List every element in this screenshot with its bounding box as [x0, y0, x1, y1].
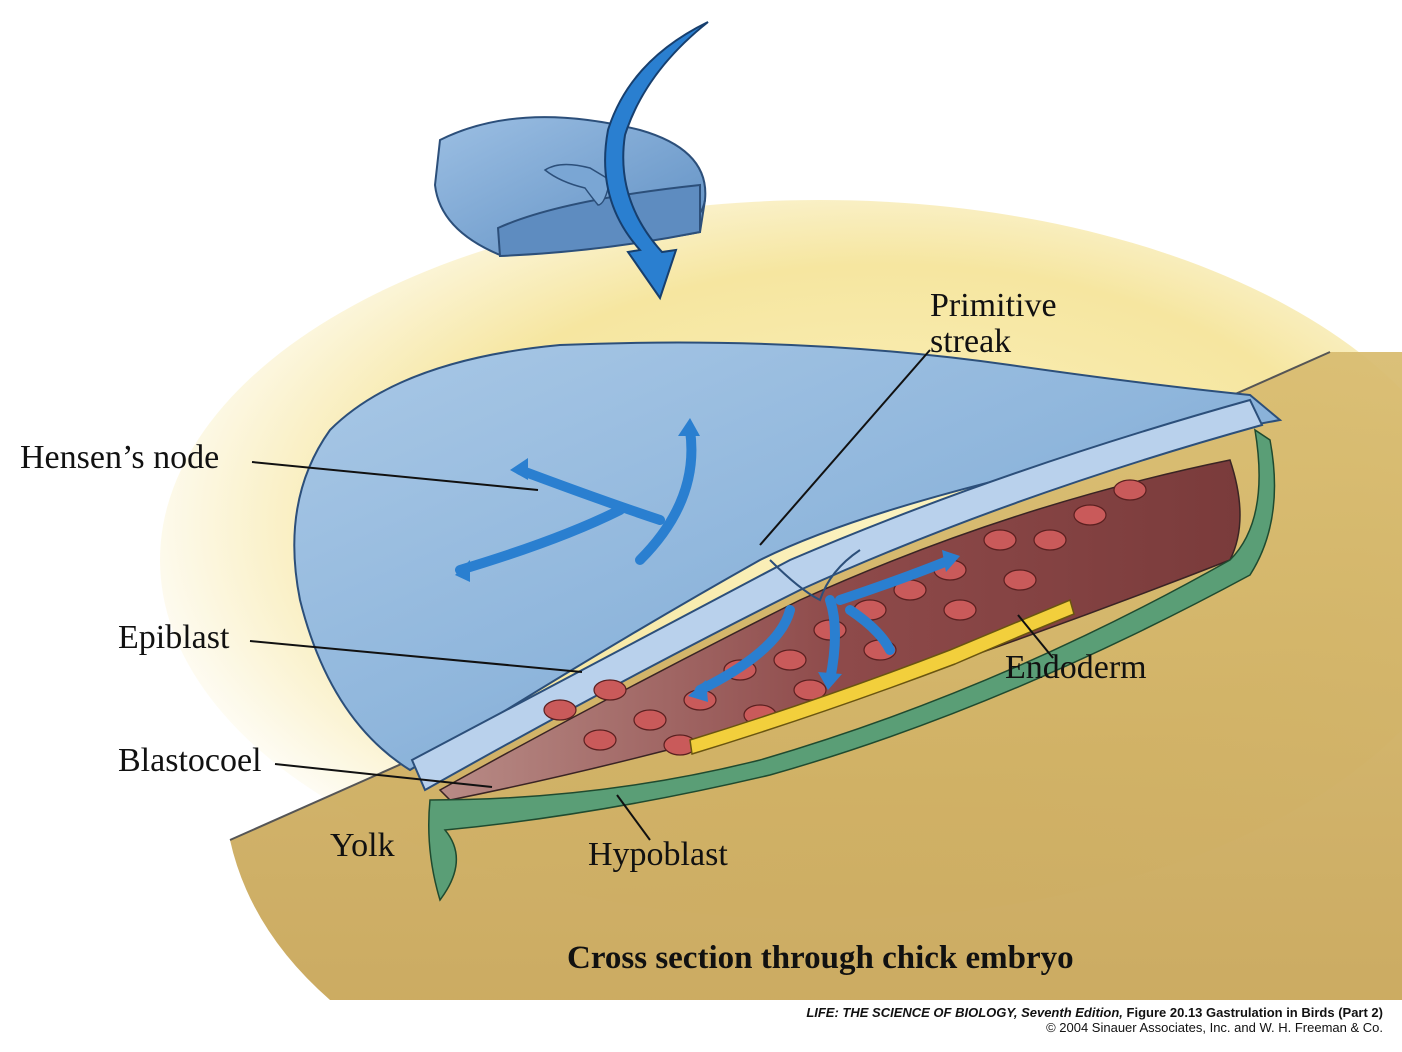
- leader-lines: [249, 349, 1054, 841]
- credit-copyright: © 2004 Sinauer Associates, Inc. and W. H…: [1046, 1020, 1383, 1035]
- migration-arrows: [455, 425, 955, 695]
- credit-figure: Figure 20.13 Gastrulation in Birds (Part…: [1122, 1005, 1383, 1020]
- credit-line1: LIFE: THE SCIENCE OF BIOLOGY, Seventh Ed…: [806, 1005, 1383, 1020]
- label-yolk: Yolk: [330, 827, 395, 864]
- label-endoderm: Endoderm: [1005, 649, 1147, 686]
- label-hensens-node: Hensen’s node: [20, 439, 220, 476]
- label-primitive-streak-line2: streak: [930, 322, 1012, 360]
- zoom-arrow: [604, 21, 709, 301]
- figure-caption: Cross section through chick embryo: [567, 940, 1074, 976]
- label-blastocoel: Blastocoel: [118, 742, 262, 779]
- credit-book-title: LIFE: THE SCIENCE OF BIOLOGY, Seventh Ed…: [806, 1005, 1123, 1020]
- label-hypoblast: Hypoblast: [588, 836, 728, 873]
- embryo-overview-disk: [433, 116, 707, 258]
- figure-credit: LIFE: THE SCIENCE OF BIOLOGY, Seventh Ed…: [806, 1005, 1383, 1035]
- label-epiblast: Epiblast: [118, 619, 230, 656]
- label-primitive-streak: Primitive streak: [930, 288, 1057, 359]
- label-primitive-streak-line1: Primitive: [930, 287, 1057, 324]
